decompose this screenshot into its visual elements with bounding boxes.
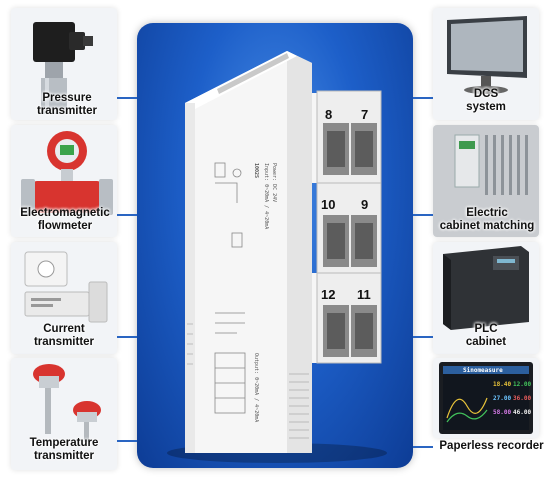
recorder-value-3: 27.00 xyxy=(493,395,511,402)
connector-cabinet xyxy=(413,214,433,216)
terminal-label-11: 11 xyxy=(357,287,371,302)
device-card-pressure xyxy=(11,8,117,120)
paperless-recorder-icon: Sinomeasure 18.40 12.00 27.00 36.00 58.0… xyxy=(439,362,533,434)
device-card-cabinet xyxy=(433,125,539,237)
connector-dcs xyxy=(413,97,433,99)
connector-current xyxy=(117,336,137,338)
connector-plc xyxy=(413,336,433,338)
recorder-brand: Sinomeasure xyxy=(463,367,503,374)
recorder-value-1: 18.40 xyxy=(493,381,511,388)
connector-paperless xyxy=(413,446,433,448)
device-card-current xyxy=(11,242,117,354)
current-transmitter-icon xyxy=(24,251,108,323)
device-card-plc xyxy=(433,242,539,354)
recorder-value-6: 46.00 xyxy=(513,409,531,416)
plc-cabinet-icon xyxy=(443,246,529,330)
signal-isolator-illustration: 8 7 10 9 12 11 1002S Input: 0~20mA / 4~2… xyxy=(167,51,387,463)
dcs-monitor-icon xyxy=(447,16,527,94)
flowmeter-icon xyxy=(21,131,113,215)
device-card-paperless: Sinomeasure 18.40 12.00 27.00 36.00 58.0… xyxy=(433,358,539,438)
device-card-temperature xyxy=(11,358,117,470)
spec-line-2: Power: DC 24V xyxy=(271,163,277,202)
model-print: 1002S xyxy=(253,163,259,178)
spec-line-3: Output: 0~20mA / 4~20mA xyxy=(253,353,259,422)
terminal-label-10: 10 xyxy=(321,197,335,212)
terminal-block-middle xyxy=(316,182,382,274)
terminal-block-bottom xyxy=(316,272,382,364)
terminal-block-top xyxy=(316,90,382,184)
recorder-value-5: 58.00 xyxy=(493,409,511,416)
recorder-value-4: 36.00 xyxy=(513,395,531,402)
terminal-label-7: 7 xyxy=(361,107,368,122)
terminal-label-12: 12 xyxy=(321,287,335,302)
device-card-dcs xyxy=(433,8,539,120)
connector-pressure xyxy=(117,97,137,99)
spec-line-1: Input: 0~20mA / 4~20mA xyxy=(263,163,269,229)
pressure-transmitter-icon xyxy=(33,22,93,114)
temperature-transmitter-icon xyxy=(33,364,101,442)
isolator-product-panel: 8 7 10 9 12 11 1002S Input: 0~20mA / 4~2… xyxy=(137,23,413,468)
terminal-label-8: 8 xyxy=(325,107,332,122)
electric-cabinet-icon xyxy=(433,125,539,237)
terminal-label-9: 9 xyxy=(361,197,368,212)
connector-electromagnetic xyxy=(117,214,137,216)
device-card-electromagnetic xyxy=(11,125,117,237)
connector-temperature xyxy=(117,440,137,442)
label-paperless: Paperless recorder xyxy=(439,440,544,452)
recorder-value-2: 12.00 xyxy=(513,381,531,388)
